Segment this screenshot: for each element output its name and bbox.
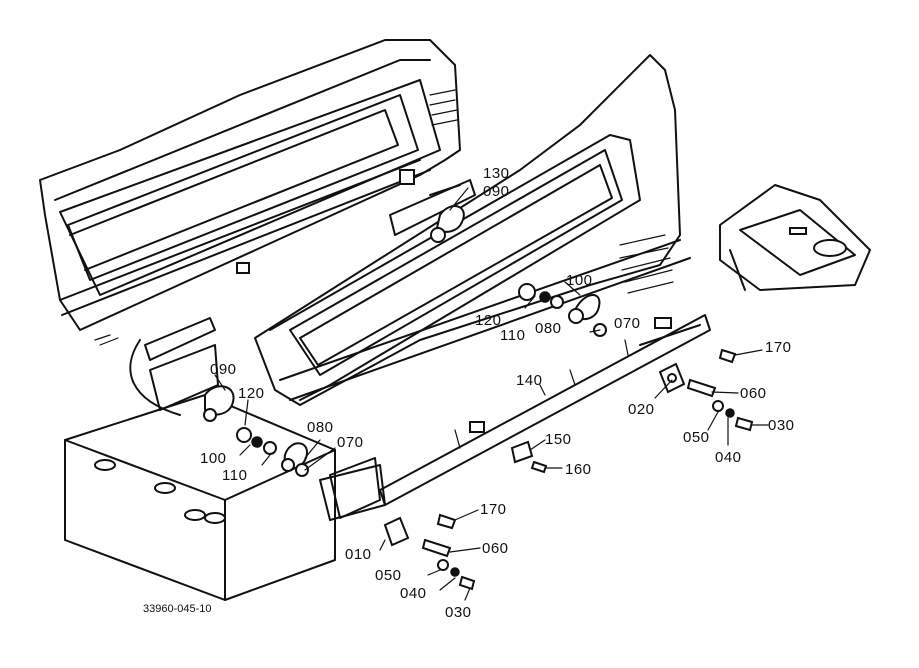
callout-060-left: 060: [482, 540, 509, 557]
callout-020: 020: [628, 401, 655, 418]
callout-070-left: 070: [337, 434, 364, 451]
callout-130: 130: [483, 165, 510, 182]
callout-110-right: 110: [500, 327, 525, 344]
left-hinge: [129, 317, 235, 422]
callout-040-right: 040: [715, 449, 742, 466]
callout-110-left: 110: [222, 467, 247, 484]
callout-140: 140: [516, 372, 543, 389]
long-rail: [319, 314, 711, 521]
callout-160: 160: [565, 461, 592, 478]
document-code: 33960-045-10: [143, 603, 212, 615]
callout-070-right: 070: [614, 315, 641, 332]
right-hinge: [389, 179, 476, 243]
callout-030-right: 030: [768, 417, 795, 434]
right-bracket: [719, 184, 871, 291]
callout-090-left: 090: [210, 361, 237, 378]
callout-170-left: 170: [480, 501, 507, 518]
callout-060-right: 060: [740, 385, 767, 402]
hardware: [236, 283, 754, 591]
callout-120-left: 120: [238, 385, 265, 402]
front-panel: [254, 54, 691, 406]
callout-050-left: 050: [375, 567, 402, 584]
rear-panel: [39, 39, 461, 346]
callout-100-left: 100: [200, 450, 227, 467]
callout-labels: 130 090 100 120 110 080 070 170 060 020 …: [200, 165, 795, 621]
callout-080-right: 080: [535, 320, 562, 337]
base-box: [64, 394, 336, 601]
callout-050-right: 050: [683, 429, 710, 446]
leader-lines: [214, 187, 769, 601]
callout-080-left: 080: [307, 419, 334, 436]
callout-030-left: 030: [445, 604, 472, 621]
callout-100-right: 100: [566, 272, 593, 289]
callout-120-right: 120: [475, 312, 502, 329]
callout-040-left: 040: [400, 585, 427, 602]
callout-010: 010: [345, 546, 372, 563]
callout-170-right: 170: [765, 339, 792, 356]
callout-090-top: 090: [483, 183, 510, 200]
callout-150: 150: [545, 431, 572, 448]
